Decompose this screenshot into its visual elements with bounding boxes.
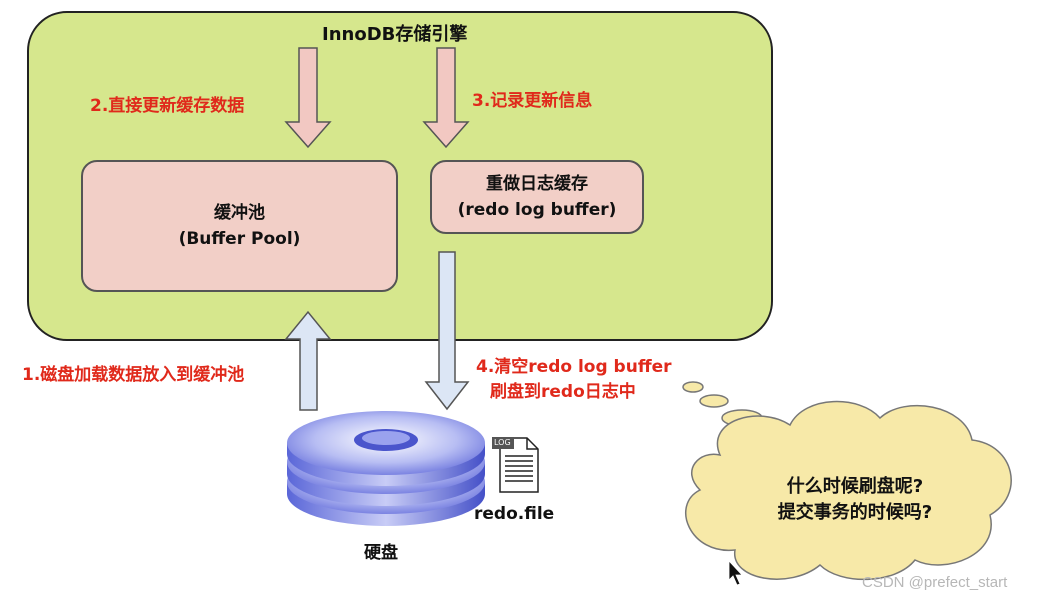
step4-label-line1: 4.清空redo log buffer	[476, 357, 672, 377]
redo-file-label: redo.file	[474, 504, 555, 524]
buffer-pool-box: 缓冲池 (Buffer Pool)	[81, 160, 398, 292]
thought-dot-2	[699, 394, 729, 408]
redo-buffer-label: 重做日志缓存	[486, 174, 588, 194]
step3-down-arrow	[422, 47, 470, 149]
step1-up-arrow	[284, 310, 332, 411]
step4-label-line2: 刷盘到redo日志中	[490, 382, 636, 402]
disk-drive-icon	[287, 411, 485, 526]
thought-cloud	[684, 400, 1012, 581]
step4-down-arrow	[424, 251, 470, 411]
engine-title: InnoDB存储引擎	[322, 24, 468, 45]
step3-label: 3.记录更新信息	[472, 91, 593, 111]
log-file-icon	[492, 437, 539, 493]
step1-label: 1.磁盘加载数据放入到缓冲池	[22, 365, 245, 385]
step2-down-arrow	[284, 47, 332, 149]
thought-line2: 提交事务的时候吗?	[777, 502, 933, 523]
mouse-cursor-icon	[728, 559, 743, 586]
thought-line1: 什么时候刷盘呢?	[786, 476, 924, 497]
thought-dot-1	[682, 381, 704, 393]
step2-label: 2.直接更新缓存数据	[90, 96, 245, 116]
thought-cloud-text: 什么时候刷盘呢? 提交事务的时候吗?	[745, 474, 965, 526]
watermark: CSDN @prefect_start	[862, 574, 1008, 591]
redo-buffer-sublabel: (redo log buffer)	[457, 200, 617, 220]
buffer-pool-sublabel: (Buffer Pool)	[178, 229, 301, 249]
log-file-tag: LOG	[494, 438, 511, 447]
buffer-pool-label: 缓冲池	[214, 203, 265, 223]
disk-label: 硬盘	[364, 543, 398, 563]
redo-log-buffer-box: 重做日志缓存 (redo log buffer)	[430, 160, 644, 234]
